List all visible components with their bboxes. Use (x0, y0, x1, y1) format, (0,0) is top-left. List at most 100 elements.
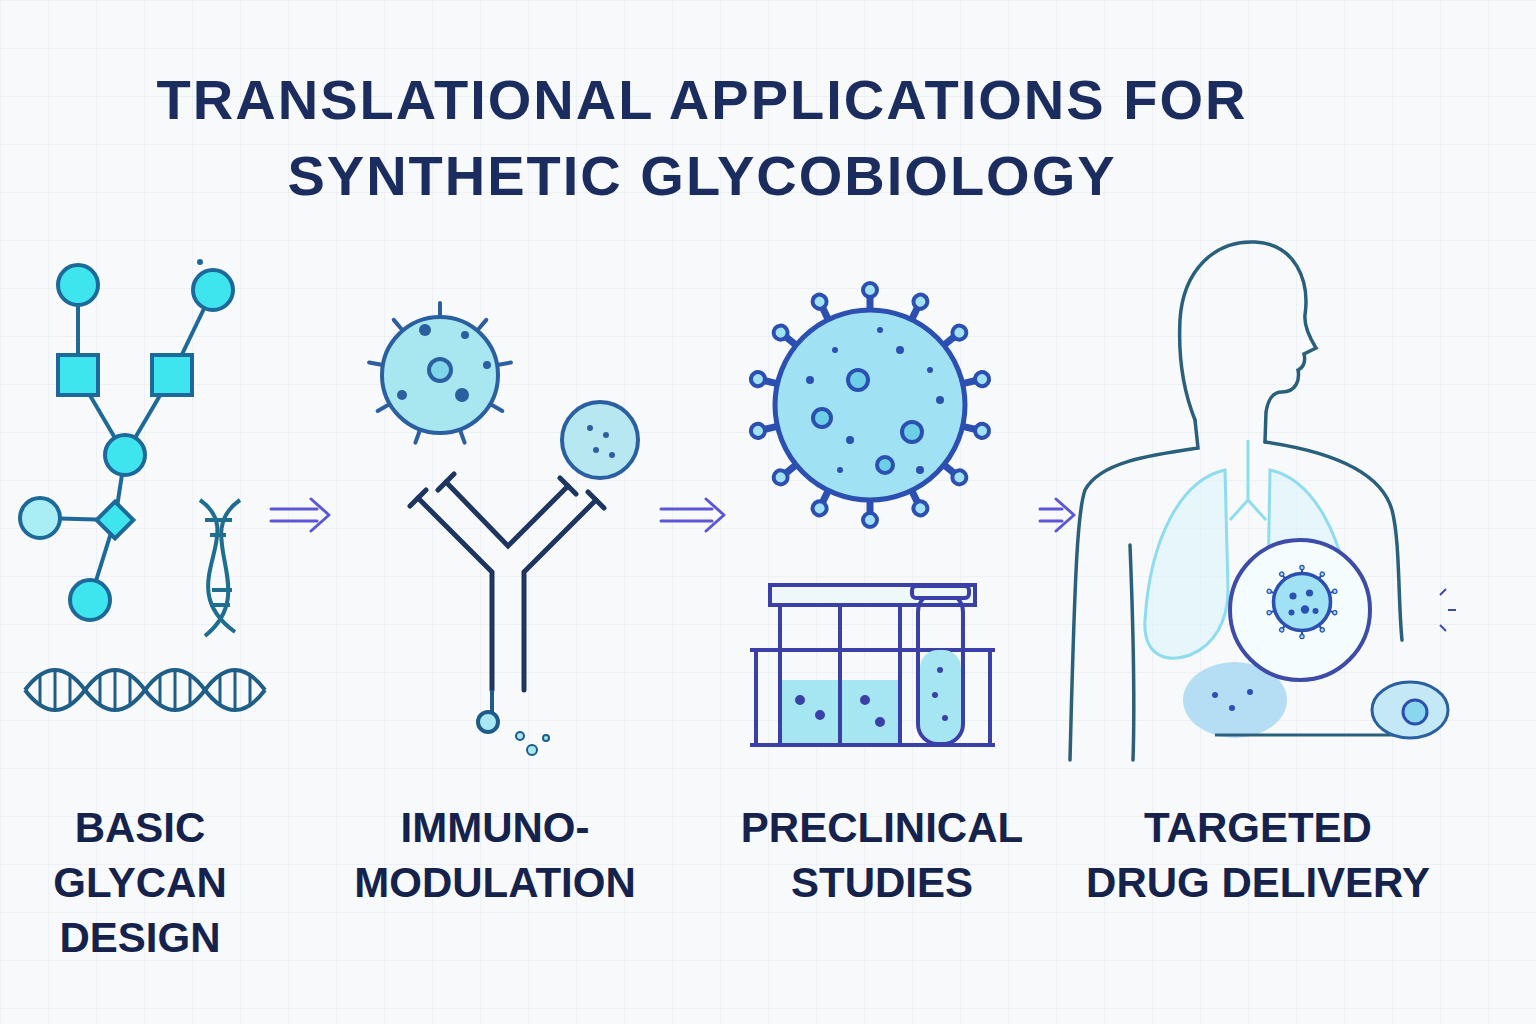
lab-rack-part (754, 650, 758, 745)
virus-part (806, 376, 814, 384)
flow-arrow (1040, 499, 1074, 531)
immune-cell-part (415, 430, 420, 443)
immune-cell-part (490, 404, 502, 411)
immune-cell-part (394, 320, 403, 331)
dna-helix-part (210, 533, 226, 537)
test-tube-part (918, 592, 963, 744)
immune-cell-part (369, 362, 383, 364)
virus-part (832, 347, 838, 353)
target-cell-part (1403, 700, 1427, 724)
immune-cell (369, 303, 511, 443)
virus-part (936, 396, 944, 404)
virus-lens-part (1267, 565, 1338, 638)
dna-helix-part (210, 603, 230, 607)
virus-part (863, 500, 877, 527)
lab-rack-part (750, 743, 995, 747)
dna-helix-large (25, 670, 265, 710)
virus-lens (1230, 540, 1370, 680)
antibody (410, 474, 604, 690)
antibody-part (410, 474, 604, 508)
droplets-part (516, 732, 524, 740)
immune-cell-part (378, 404, 390, 411)
glycan-tree-part (97, 502, 134, 539)
small-cell-part (609, 452, 615, 458)
virus-lens-part-part (1313, 608, 1319, 614)
human-figure (1070, 242, 1402, 760)
small-cell-part (562, 402, 638, 478)
droplets-part (527, 745, 537, 755)
antibody-part (446, 482, 568, 546)
lab-rack-part (750, 648, 995, 652)
liver-blob-part (1247, 689, 1253, 695)
stage-label: PRECLINICAL STUDIES (730, 800, 1034, 910)
small-cell-part (587, 425, 593, 431)
immune-cell-part (483, 361, 491, 369)
stage-node: IMMUNO- MODULATION (335, 250, 655, 922)
test-tube-part (937, 667, 943, 673)
virus-part (916, 466, 924, 474)
lab-rack-part (877, 719, 883, 725)
stage-label: BASIC GLYCAN DESIGN (15, 800, 265, 965)
virus-lens-part-part (1301, 605, 1309, 613)
virus-part (837, 467, 843, 473)
dna-helix (200, 500, 240, 636)
small-cell (562, 402, 638, 478)
flow-arrow (271, 499, 329, 531)
test-tube-part (942, 715, 948, 721)
target-cell-part (1440, 589, 1456, 631)
lungs-part (1230, 440, 1266, 520)
antibody-part (524, 500, 596, 690)
dna-helix-part (205, 518, 232, 522)
stage-node: PRECLINICAL STUDIES (730, 250, 1034, 922)
dna-helix-large-part (25, 670, 265, 710)
droplets (478, 690, 549, 755)
target-cell (1215, 589, 1456, 738)
glycan-tree (20, 259, 233, 620)
human-figure-part (1070, 420, 1198, 760)
virus-part (846, 436, 854, 444)
virus-part (877, 457, 893, 473)
immune-cell-part (497, 362, 511, 364)
liver-blob-part (1212, 692, 1218, 698)
virus-part (896, 346, 904, 354)
dna-helix-part (205, 500, 240, 636)
virus-part (877, 327, 883, 333)
immune-cell-part (382, 317, 498, 433)
virus-lens-part (1230, 540, 1370, 680)
droplets-part (490, 690, 494, 712)
dna-helix-part (200, 500, 235, 632)
test-tube (912, 586, 969, 744)
virus-part (902, 422, 922, 442)
human-figure-part (1130, 545, 1134, 760)
diagram-title: TRANSLATIONAL APPLICATIONS FOR SYNTHETIC… (112, 62, 1292, 214)
test-tube-part (912, 586, 969, 598)
virus-lens-part-part (1306, 589, 1313, 596)
lungs-part (1145, 470, 1228, 658)
liver-blob-part (1229, 705, 1235, 711)
glycan-tree-part (193, 270, 233, 310)
virus-lens-part-part (1274, 574, 1331, 631)
small-cell-part (603, 432, 609, 438)
glycan-tree-part (70, 580, 110, 620)
glycan-tree-part (152, 355, 192, 395)
lab-rack-part (838, 605, 842, 745)
virus (750, 283, 991, 527)
glycan-tree-part (58, 355, 98, 395)
dna-helix-part (212, 588, 232, 592)
immune-cell-part (419, 324, 431, 336)
test-tube-part (932, 692, 938, 698)
lab-rack (750, 585, 995, 745)
immune-cell-part (429, 359, 451, 381)
human-figure-part (1180, 242, 1316, 442)
lab-rack-part (988, 650, 992, 745)
immune-cell-part (477, 320, 486, 331)
stage-node: TARGETED DRUG DELIVERY (1080, 250, 1436, 922)
flow-arrow (661, 499, 724, 531)
lab-rack-part (817, 712, 823, 718)
droplets-part (543, 735, 549, 741)
stage-label: IMMUNO- MODULATION (335, 800, 655, 910)
target-cell-part (1215, 734, 1395, 737)
virus-part (848, 370, 868, 390)
